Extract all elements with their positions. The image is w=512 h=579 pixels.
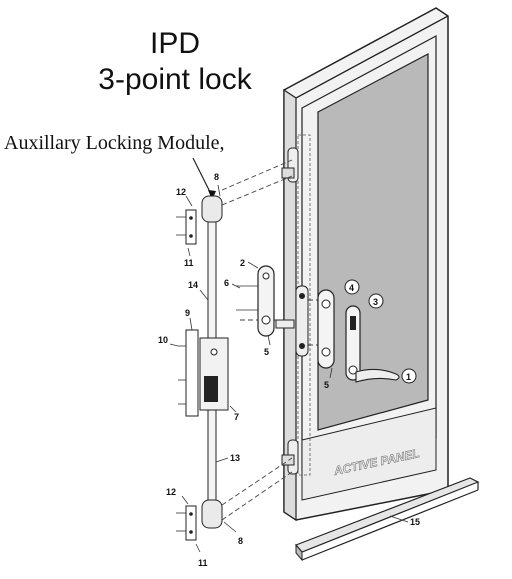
part-label-1: 1: [401, 368, 417, 384]
part-label-5b: 5: [324, 367, 333, 390]
svg-text:8: 8: [238, 536, 243, 546]
svg-text:8: 8: [214, 172, 219, 182]
svg-text:1: 1: [406, 372, 411, 382]
door-handle: [355, 368, 400, 383]
svg-text:10: 10: [158, 335, 168, 345]
part-label-12a: 12: [176, 187, 193, 207]
edge-plates: [295, 285, 309, 357]
svg-text:5: 5: [264, 347, 269, 357]
outside-trim: [317, 289, 400, 383]
svg-text:11: 11: [184, 258, 194, 268]
svg-text:12: 12: [166, 487, 176, 497]
diagram-title: IPD 3-point lock: [60, 26, 290, 98]
svg-text:2: 2: [240, 258, 245, 268]
svg-text:13: 13: [230, 453, 240, 463]
part-label-3: 3: [368, 293, 384, 309]
part-label-11b: 11: [195, 543, 208, 568]
part-label-13: 13: [215, 453, 240, 463]
part-label-15: 15: [389, 515, 420, 527]
part-label-4: 4: [344, 279, 360, 295]
svg-text:6: 6: [224, 278, 229, 288]
title-line-2: 3-point lock: [98, 63, 252, 96]
part-label-11a: 11: [184, 247, 194, 268]
part-label-10: 10: [158, 335, 179, 347]
part-label-8a: 8: [214, 172, 221, 197]
part-numbers: 1 2 3 4 5 5 6 7 8 8 9 10 11 11 12 12 13 …: [158, 172, 420, 568]
part-label-14: 14: [188, 280, 209, 301]
bottom-locking-module: [176, 499, 223, 541]
svg-text:12: 12: [176, 187, 186, 197]
svg-text:5: 5: [324, 380, 329, 390]
svg-text:7: 7: [234, 412, 239, 422]
door-keepers: [281, 147, 299, 475]
threshold: [294, 477, 480, 562]
svg-text:14: 14: [188, 280, 198, 290]
door-frame: [283, 7, 449, 522]
part-label-6: 6: [224, 278, 241, 289]
svg-text:3: 3: [373, 297, 378, 307]
main-lock-body: [178, 329, 229, 417]
callout-arrow: [192, 157, 216, 200]
part-label-7: 7: [229, 405, 239, 422]
top-locking-module: [176, 195, 223, 245]
part-label-5a: 5: [264, 334, 271, 357]
inside-trim-plate: [236, 265, 295, 337]
callout-label: Auxillary Locking Module,: [4, 132, 225, 154]
part-label-2: 2: [240, 258, 259, 269]
part-label-8b: 8: [223, 521, 243, 546]
svg-text:15: 15: [410, 517, 420, 527]
title-line-1: IPD: [149, 27, 200, 60]
part-label-9: 9: [185, 308, 193, 331]
svg-text:11: 11: [198, 558, 208, 568]
svg-text:4: 4: [349, 283, 354, 293]
svg-text:9: 9: [185, 308, 190, 318]
part-label-12b: 12: [166, 487, 189, 505]
